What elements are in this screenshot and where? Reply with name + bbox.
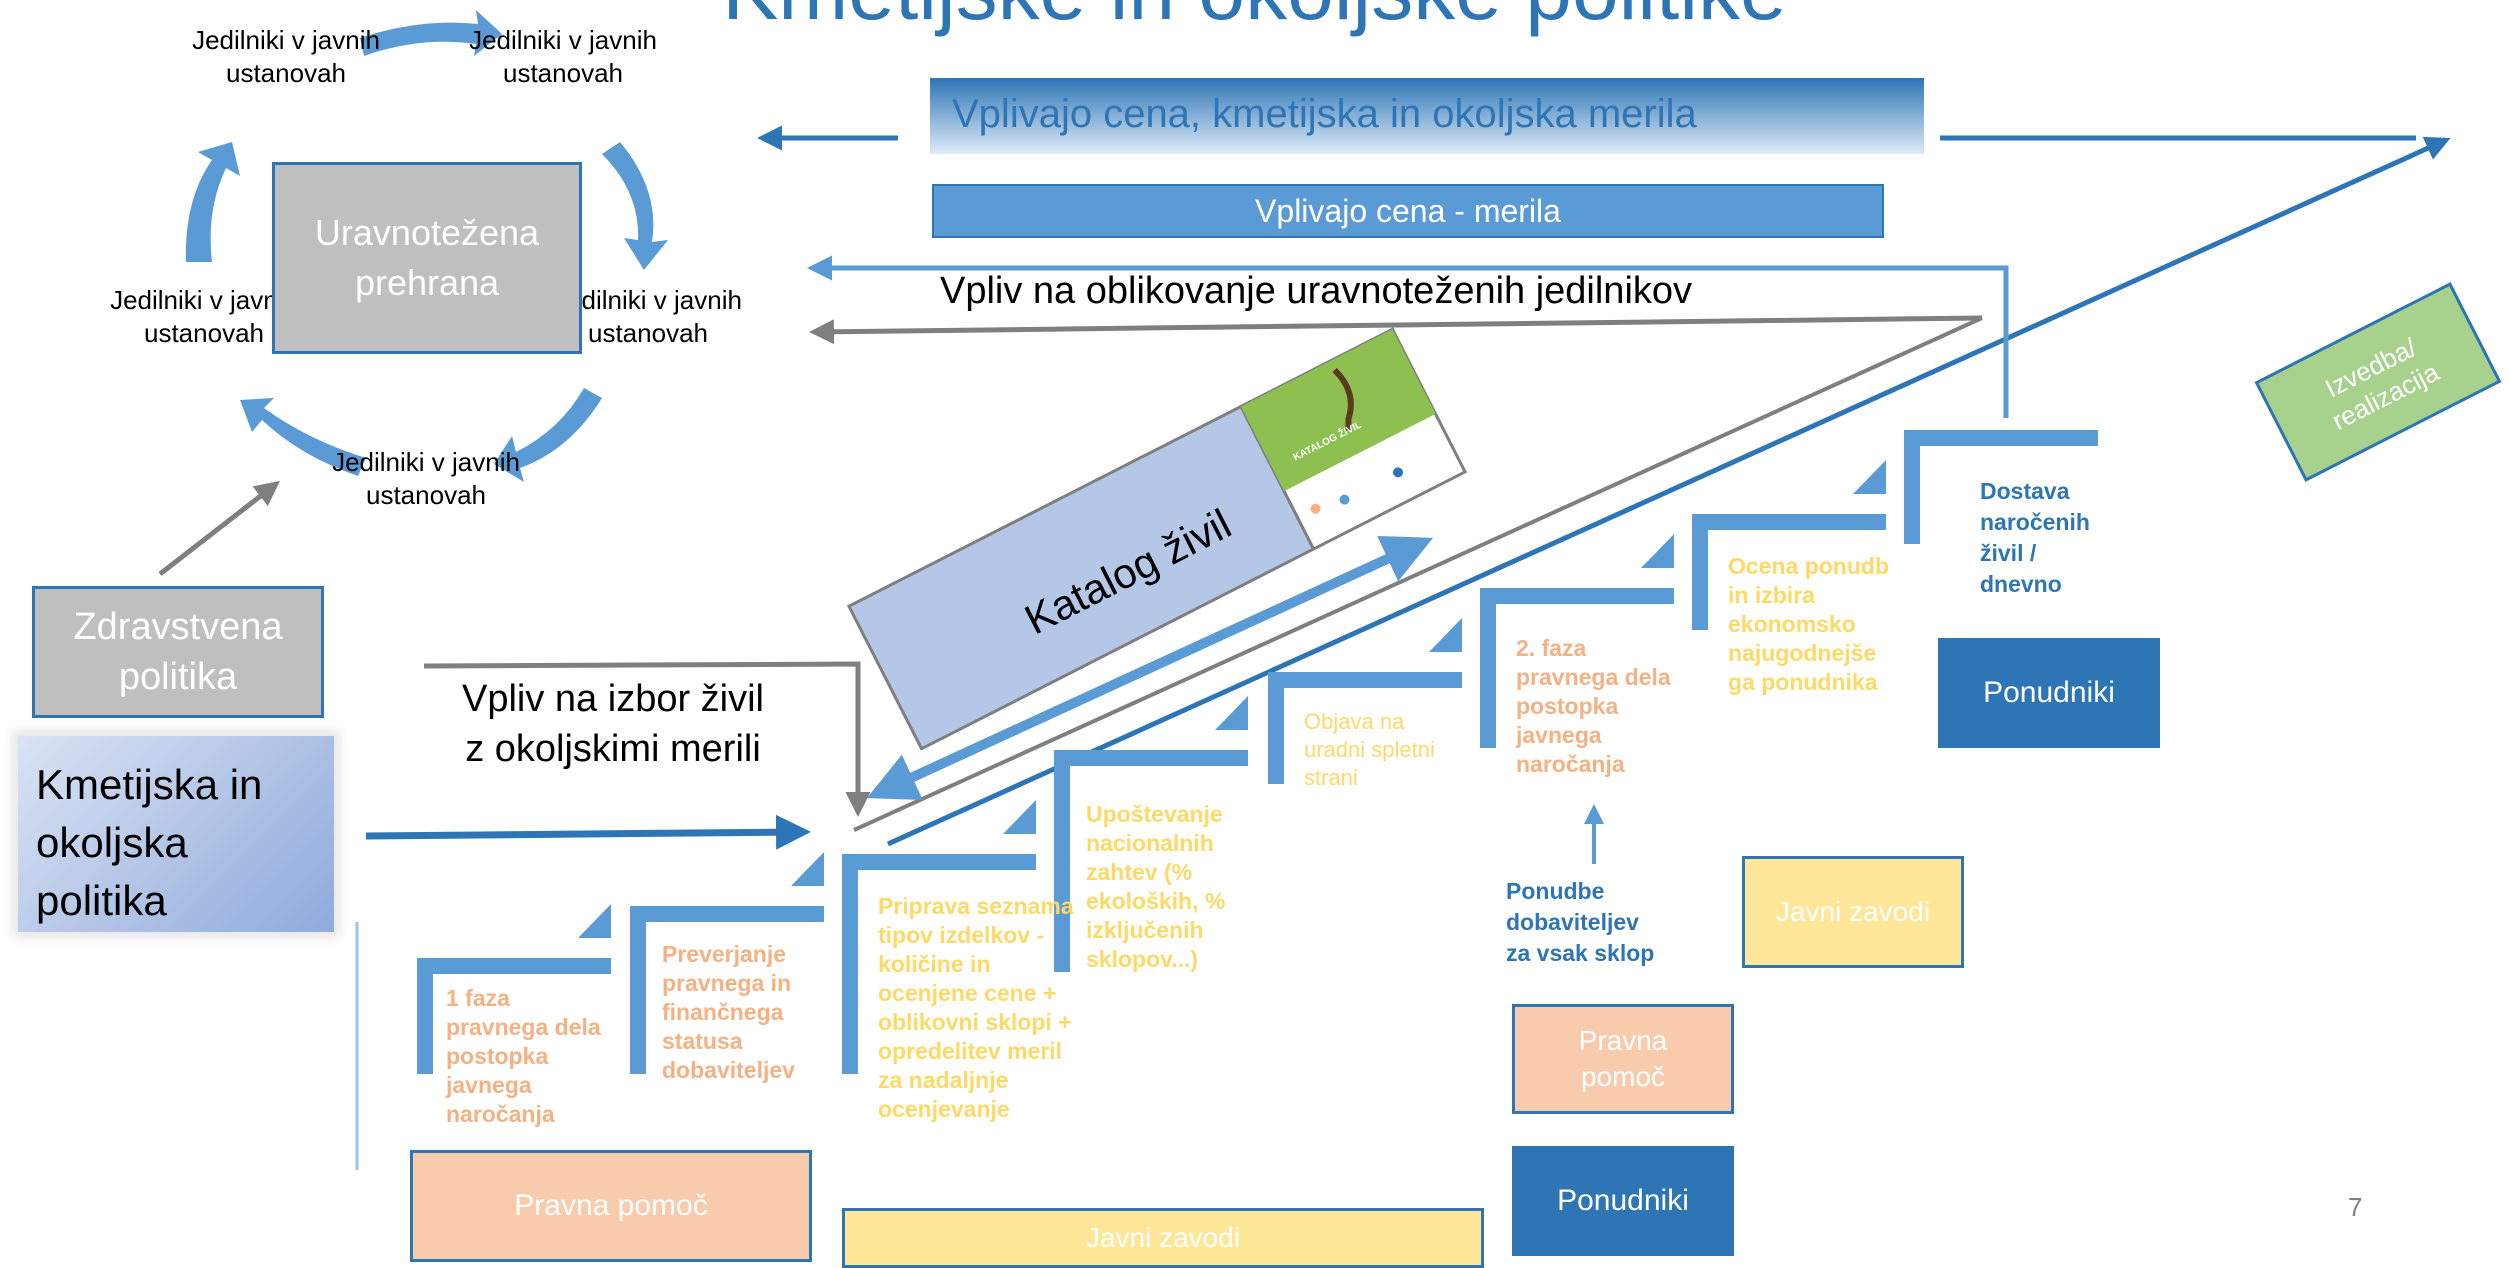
cycle-label-top-left: Jedilniki v javnih ustanovah (192, 25, 380, 88)
step-6-text: 2. faza pravnega dela postopka javnega n… (1516, 635, 1671, 777)
cycle-arrows (185, 10, 668, 482)
step-6-tip (1641, 534, 1674, 568)
agri-policy-box: Kmetijska in okoljska politika (18, 736, 334, 932)
step-8-horizontal (1904, 430, 2098, 446)
step-5-horizontal (1268, 672, 1462, 688)
cycle-arrow-right (602, 142, 668, 270)
step-7-tip (1853, 460, 1886, 494)
health-policy-box: Zdravstvena politika (32, 586, 324, 718)
cycle-arrow-top (360, 10, 502, 56)
step-1-text: 1 faza pravnega dela postopka javnega na… (446, 985, 601, 1127)
step-4-tip (1215, 696, 1248, 730)
catalog-double-arrow (866, 535, 1434, 801)
bidders-box-2: Ponudniki (1512, 1146, 1734, 1256)
step-3-horizontal (842, 854, 1036, 870)
step-1-tip (578, 904, 611, 938)
step-3-tip (1003, 800, 1036, 834)
staircase (417, 430, 2098, 1074)
step-4-vertical (1054, 750, 1070, 972)
step-8-vertical (1904, 430, 1920, 544)
food-choice-grey-arrow (423, 661, 871, 817)
step-1-vertical (417, 958, 433, 1074)
balanced-diet-box: Uravnotežena prehrana (272, 162, 582, 354)
offers-label: Ponudbe dobaviteljev za vsak sklop (1506, 878, 1655, 966)
cycle-arrow-left (185, 142, 240, 262)
step-6-vertical (1480, 588, 1496, 748)
step-2-text: Preverjanje pravnega in finančnega statu… (662, 941, 795, 1083)
step-3-vertical (842, 854, 858, 1074)
price-agri-env-banner: Vplivajo cena, kmetijska in okoljska mer… (930, 78, 1924, 154)
legal-aid-box-1: Pravna pomoč (410, 1150, 812, 1262)
step-2-horizontal (630, 906, 824, 922)
step-4-text: Upoštevanje nacionalnih zahtev (% ekološ… (1086, 801, 1226, 972)
spoon-icon (1332, 367, 1354, 431)
cycle-arrow-bottom-right (494, 388, 602, 482)
step-7-horizontal (1692, 514, 1886, 530)
page-number: 7 (2348, 1192, 2363, 1222)
influence-food-choice-label: Vpliv na izbor živil z okoljskimi merili (462, 678, 764, 770)
step-4-horizontal (1054, 750, 1248, 766)
public-institutions-box-1: Javni zavodi (1742, 856, 1964, 968)
legal-aid-box-2: Pravna pomoč (1512, 1004, 1734, 1114)
step-6-horizontal (1480, 588, 1674, 604)
cycle-arrow-bottom-left (240, 398, 366, 476)
slide-title: Kmetijske in okoljske politike (0, 0, 2509, 39)
cycle-label-bottom: Jedilniki v javnih ustanovah (332, 447, 520, 510)
step-7-text: Ocena ponudb in izbira ekonomsko najugod… (1728, 553, 1889, 695)
menus-grey-arrow (809, 315, 1983, 345)
cycle-label-right: Jedilniki v javnih ustanovah (554, 285, 742, 348)
feedback-light-arrow (807, 255, 2009, 418)
public-institutions-box-2: Javni zavodi (842, 1208, 1484, 1268)
cycle-label-top-right: Jedilniki v javnih ustanovah (469, 25, 657, 88)
health-to-cycle-arrow (158, 480, 280, 576)
step-5-vertical (1268, 672, 1284, 784)
agri-policy-arrow (365, 814, 811, 850)
step-7-vertical (1692, 514, 1708, 630)
step-5-tip (1429, 618, 1462, 652)
step-1-horizontal (417, 958, 611, 974)
price-criteria-banner: Vplivajo cena - merila (932, 184, 1884, 238)
step-2-tip (791, 852, 824, 886)
cycle-label-left: Jedilniki v javnih ustanovah (110, 285, 298, 348)
influence-menus-label: Vpliv na oblikovanje uravnoteženih jedil… (940, 270, 1693, 312)
bidders-box-1: Ponudniki (1938, 638, 2160, 748)
step-8-text: Dostava naročenih živil / dnevno (1980, 478, 2090, 597)
step-2-vertical (630, 906, 646, 1074)
step-3-text: Priprava seznama tipov izdelkov - količi… (878, 893, 1074, 1122)
step-5-text: Objava na uradni spletni strani (1304, 709, 1435, 790)
